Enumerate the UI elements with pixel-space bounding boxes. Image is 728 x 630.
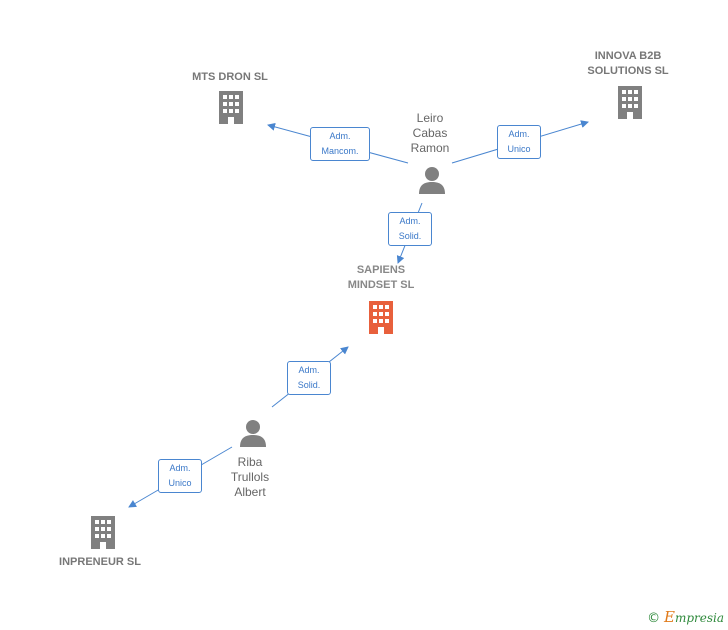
company-label-line: MINDSET SL — [347, 279, 415, 291]
relation-badge-adm-mancom[interactable]: Adm. Mancom. — [310, 127, 370, 161]
relation-type: Solid. — [398, 231, 422, 241]
building-icon[interactable] — [215, 90, 247, 125]
relation-type: Unico — [168, 478, 192, 488]
relation-type: Mancom. — [321, 146, 359, 156]
relation-role: Adm. — [399, 216, 421, 226]
company-label-mts-dron[interactable]: MTS DRON SL — [192, 71, 268, 83]
relation-badge-adm-unico[interactable]: Adm. Unico — [158, 459, 202, 493]
relation-badge-adm-solid[interactable]: Adm. Solid. — [287, 361, 331, 395]
person-label-leiro[interactable]: Leiro Cabas Ramon — [395, 111, 465, 156]
relation-role: Adm. — [329, 131, 351, 141]
building-icon[interactable] — [87, 515, 119, 550]
company-label-inpreneur[interactable]: INPRENEUR SL — [59, 556, 141, 568]
person-icon[interactable] — [238, 418, 268, 448]
brand-name: mpresia — [674, 611, 724, 625]
person-name-line: Cabas — [412, 126, 448, 140]
relation-type: Unico — [507, 144, 531, 154]
company-label-line: SOLUTIONS SL — [587, 65, 669, 77]
company-label-innova[interactable]: INNOVA B2B SOLUTIONS SL — [568, 49, 688, 79]
relation-role: Adm. — [508, 129, 530, 139]
person-name-line: Ramon — [410, 141, 450, 155]
copyright-icon: © — [647, 611, 661, 626]
person-name-line: Albert — [234, 485, 266, 499]
person-name-line: Leiro — [416, 111, 444, 125]
brand-initial: E — [663, 608, 675, 626]
company-label-line: SAPIENS — [356, 264, 406, 276]
person-name-line: Riba — [237, 455, 263, 469]
company-label-sapiens[interactable]: SAPIENS MINDSET SL — [321, 263, 441, 293]
person-label-riba[interactable]: Riba Trullols Albert — [215, 455, 285, 500]
relation-badge-adm-unico[interactable]: Adm. Unico — [497, 125, 541, 159]
relation-type: Solid. — [297, 380, 321, 390]
person-icon[interactable] — [417, 165, 447, 195]
building-icon-focus[interactable] — [365, 300, 397, 335]
relation-role: Adm. — [298, 365, 320, 375]
relation-badge-adm-solid[interactable]: Adm. Solid. — [388, 212, 432, 246]
person-name-line: Trullols — [230, 470, 270, 484]
empresia-watermark: © Empresia — [647, 608, 724, 626]
building-icon[interactable] — [614, 85, 646, 120]
company-label-line: INNOVA B2B — [594, 50, 662, 62]
relation-role: Adm. — [169, 463, 191, 473]
